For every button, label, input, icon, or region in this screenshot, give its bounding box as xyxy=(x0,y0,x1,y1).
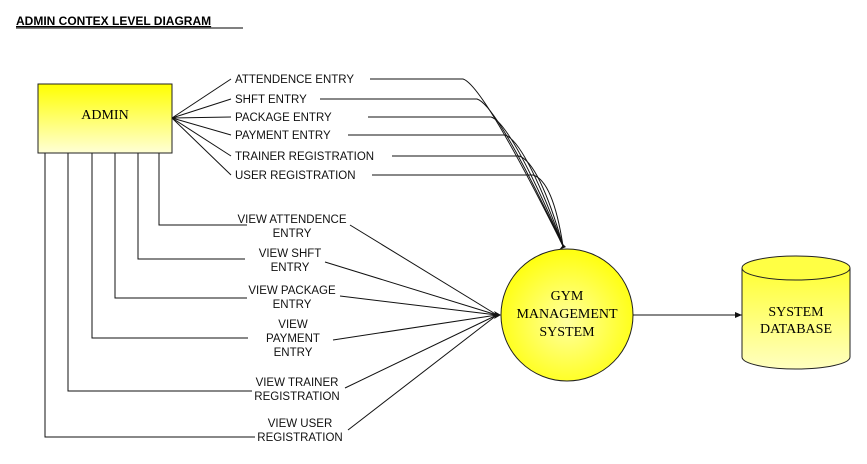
output-flow-line-6 xyxy=(347,314,498,431)
database-arrowhead xyxy=(735,312,742,318)
output-label-4-line-2: PAYMENT xyxy=(266,333,320,345)
output-admin-line-6 xyxy=(44,153,255,438)
database-label-line-1: SYSTEM xyxy=(768,305,824,320)
database-label-line-2: DATABASE xyxy=(760,322,832,337)
output-flow-line-5 xyxy=(344,314,498,389)
output-label-3-line-2: ENTRY xyxy=(273,299,312,311)
output-admin-line-3 xyxy=(114,153,247,299)
output-flow-line-2 xyxy=(324,261,498,316)
diagram-title: ADMIN CONTEX LEVEL DIAGRAM xyxy=(16,14,211,28)
output-admin-line-2 xyxy=(137,153,245,260)
input-arrowhead xyxy=(559,240,566,250)
input-label-6-line-1: USER REGISTRATION xyxy=(235,170,356,182)
input-fan-line-6 xyxy=(171,117,232,176)
output-flow-line-1 xyxy=(349,224,498,316)
input-label-2-line-1: SHFT ENTRY xyxy=(235,94,307,106)
flow-lines xyxy=(44,78,564,438)
output-label-1-line-1: VIEW ATTENDENCE xyxy=(237,214,346,226)
output-label-2-line-1: VIEW SHFT xyxy=(259,248,322,260)
admin-entity[interactable]: ADMIN xyxy=(37,83,173,154)
system-label-line-2: MANAGEMENT xyxy=(516,307,618,322)
input-fan-line-3 xyxy=(171,116,232,119)
output-label-6-line-1: VIEW USER xyxy=(268,418,333,430)
input-fan-line-5 xyxy=(171,117,232,157)
system-label-line-3: SYSTEM xyxy=(539,325,595,340)
output-label-5-line-2: REGISTRATION xyxy=(254,391,339,403)
output-label-4-line-1: VIEW xyxy=(278,319,308,331)
output-flow-line-4 xyxy=(332,314,498,341)
input-fan-line-4 xyxy=(171,117,232,136)
admin-label: ADMIN xyxy=(81,108,128,123)
output-admin-line-5 xyxy=(67,153,252,392)
input-flow-line-6 xyxy=(372,174,564,247)
gym-management-system-process[interactable]: GYM MANAGEMENT SYSTEM xyxy=(500,248,634,382)
output-label-3-line-1: VIEW PACKAGE xyxy=(248,285,336,297)
system-label-line-1: GYM xyxy=(551,289,584,304)
output-label-6-line-2: REGISTRATION xyxy=(257,432,342,444)
output-admin-line-4 xyxy=(91,153,248,339)
flow-labels: ATTENDENCE ENTRY SHFT ENTRY PACKAGE ENTRY P… xyxy=(235,74,374,444)
input-fan-line-2 xyxy=(171,98,232,119)
input-flow-line-1 xyxy=(370,78,564,247)
input-flow-line-3 xyxy=(368,116,564,247)
output-label-1-line-2: ENTRY xyxy=(273,228,312,240)
input-fan-line-1 xyxy=(171,78,232,119)
output-label-2-line-2: ENTRY xyxy=(271,262,310,274)
output-label-4-line-3: ENTRY xyxy=(274,347,313,359)
input-flow-line-5 xyxy=(392,155,564,247)
output-arrowhead xyxy=(494,311,501,319)
input-label-1-line-1: ATTENDENCE ENTRY xyxy=(235,74,354,86)
input-label-4-line-1: PAYMENT ENTRY xyxy=(235,130,331,142)
system-database[interactable]: SYSTEM DATABASE xyxy=(741,255,851,370)
output-admin-line-1 xyxy=(158,153,247,226)
input-flow-line-2 xyxy=(320,98,564,247)
output-flow-line-3 xyxy=(339,295,498,316)
input-label-3-line-1: PACKAGE ENTRY xyxy=(235,112,332,124)
input-flow-line-4 xyxy=(348,134,564,247)
output-label-5-line-1: VIEW TRAINER xyxy=(256,377,339,389)
input-label-5-line-1: TRAINER REGISTRATION xyxy=(235,151,374,163)
